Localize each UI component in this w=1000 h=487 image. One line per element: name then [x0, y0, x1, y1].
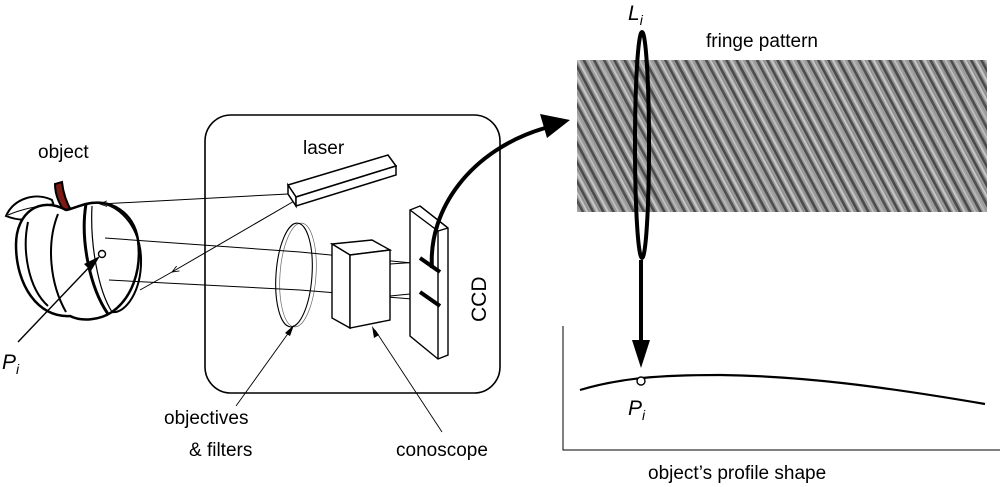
profile-curve	[579, 373, 986, 406]
label-profile-shape: object’s profile shape	[648, 463, 826, 484]
label-li-letter: L	[628, 2, 640, 25]
point-pi-marker	[97, 249, 107, 259]
label-pi-profile: Pi	[628, 397, 646, 423]
scan-line-li	[633, 30, 651, 260]
instrument-housing	[204, 114, 501, 394]
profile-axes	[562, 326, 1000, 451]
conoscope-crystal	[329, 239, 393, 330]
label-pi-apple-letter: P	[2, 351, 16, 374]
ccd-to-fringe-arrow	[429, 114, 570, 269]
fringe-to-profile-arrow	[632, 260, 650, 368]
pointer-lines	[17, 256, 443, 433]
fringe-pattern-image	[577, 60, 987, 212]
label-object: object	[38, 142, 89, 163]
objective-lens	[275, 222, 317, 328]
label-li-sub: i	[640, 12, 644, 28]
label-pi-profile-letter: P	[628, 397, 642, 420]
apple-body	[14, 201, 141, 321]
label-pi-apple-sub: i	[16, 361, 20, 377]
label-ccd: CCD	[468, 277, 491, 323]
label-objectives: objectives	[164, 408, 249, 429]
apple-object	[4, 180, 143, 321]
light-rays	[100, 193, 413, 300]
label-laser: laser	[303, 138, 345, 159]
ccd-sensor	[409, 205, 449, 360]
label-li: Li	[628, 2, 644, 28]
label-fringe-pattern: fringe pattern	[706, 31, 818, 52]
label-filters: & filters	[189, 440, 252, 461]
profile-plot	[562, 326, 1000, 451]
label-pi-profile-sub: i	[642, 407, 646, 423]
laser-source	[286, 154, 398, 209]
label-conoscope: conoscope	[396, 440, 488, 461]
label-pi-apple: Pi	[2, 351, 20, 377]
profile-point-pi	[636, 376, 646, 386]
